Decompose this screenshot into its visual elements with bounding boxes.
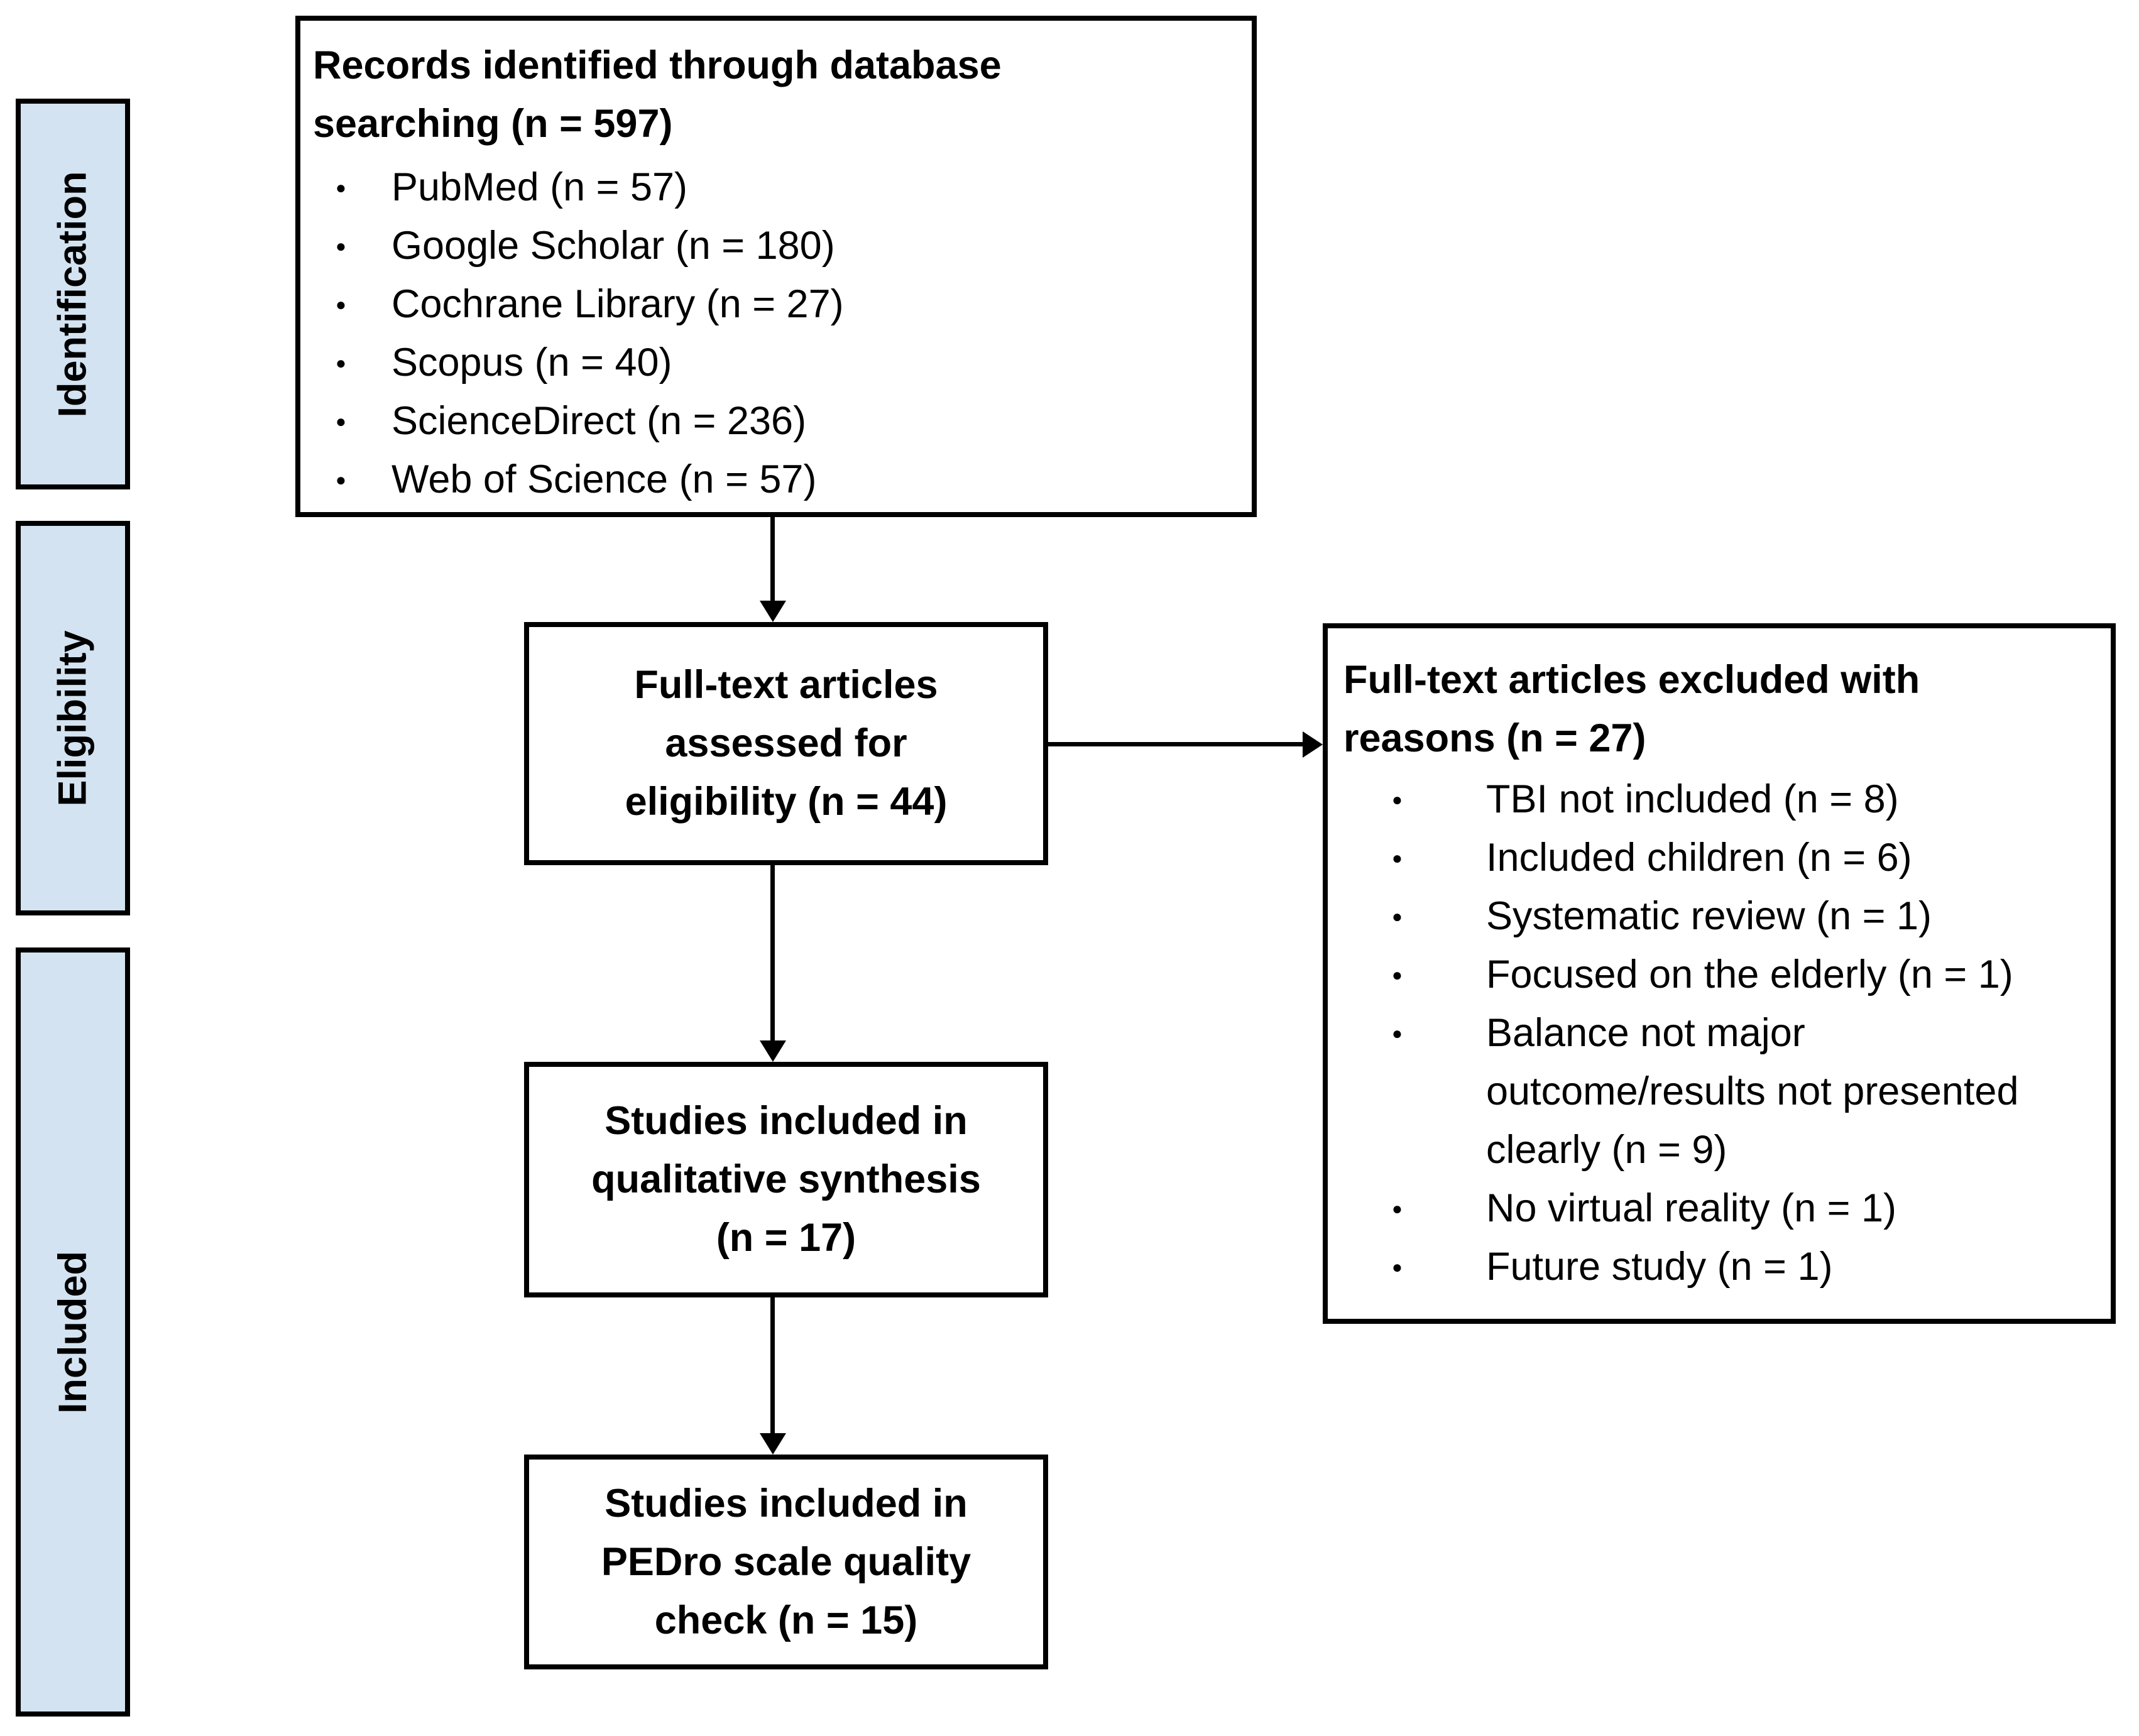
arrow-right-icon (1303, 731, 1323, 758)
records-identified-box: Records identified through database sear… (295, 16, 1257, 517)
stage-box-identification: Identification (16, 99, 130, 489)
records-identified-title: Records identified through database sear… (313, 43, 1002, 146)
stage-box-eligibility: Eligibility (16, 521, 130, 915)
database-list: PubMed (n = 57) Google Scholar (n = 180)… (313, 158, 1233, 509)
arrow-down-icon (760, 1040, 786, 1062)
list-item-google-scholar: Google Scholar (n = 180) (336, 217, 1233, 275)
fulltext-assessed-text: Full-text articles assessed for eligibil… (625, 663, 948, 824)
arrow-assessed-to-qualitative-line (770, 865, 775, 1042)
stage-label-included: Included (50, 1250, 95, 1414)
arrow-down-icon (760, 601, 786, 622)
list-item-future-study: Future study (n = 1) (1392, 1238, 2098, 1296)
fulltext-excluded-title: Full-text articles excluded with reasons… (1343, 658, 1920, 760)
arrow-assessed-to-excluded-line (1048, 742, 1303, 746)
pedro-quality-check-box: Studies included in PEDro scale quality … (524, 1455, 1048, 1669)
exclusion-reasons-list: TBI not included (n = 8) Included childr… (1343, 770, 2098, 1296)
qualitative-synthesis-text: Studies included in qualitative synthesi… (591, 1099, 981, 1260)
fulltext-assessed-box: Full-text articles assessed for eligibil… (524, 622, 1048, 865)
fulltext-excluded-box: Full-text articles excluded with reasons… (1323, 623, 2116, 1324)
list-item-included-children: Included children (n = 6) (1392, 829, 2098, 887)
list-item-pubmed: PubMed (n = 57) (336, 158, 1233, 217)
list-item-scopus: Scopus (n = 40) (336, 334, 1233, 392)
list-item-no-virtual-reality: No virtual reality (n = 1) (1392, 1179, 2098, 1238)
arrow-qualitative-to-pedro-line (770, 1297, 775, 1434)
list-item-sciencedirect: ScienceDirect (n = 236) (336, 392, 1233, 450)
arrow-down-icon (760, 1433, 786, 1455)
stage-box-included: Included (16, 947, 130, 1717)
list-item-focused-elderly: Focused on the elderly (n = 1) (1392, 946, 2098, 1004)
qualitative-synthesis-box: Studies included in qualitative synthesi… (524, 1062, 1048, 1297)
list-item-balance-not-major: Balance not major outcome/results not pr… (1392, 1004, 2098, 1179)
list-item-systematic-review: Systematic review (n = 1) (1392, 887, 2098, 946)
pedro-quality-check-text: Studies included in PEDro scale quality … (601, 1481, 971, 1642)
list-item-web-of-science: Web of Science (n = 57) (336, 450, 1233, 509)
list-item-cochrane: Cochrane Library (n = 27) (336, 275, 1233, 334)
list-item-tbi-not-included: TBI not included (n = 8) (1392, 770, 2098, 829)
stage-label-identification: Identification (50, 171, 95, 417)
arrow-records-to-assessed-line (770, 517, 775, 602)
stage-label-eligibility: Eligibility (50, 630, 95, 807)
